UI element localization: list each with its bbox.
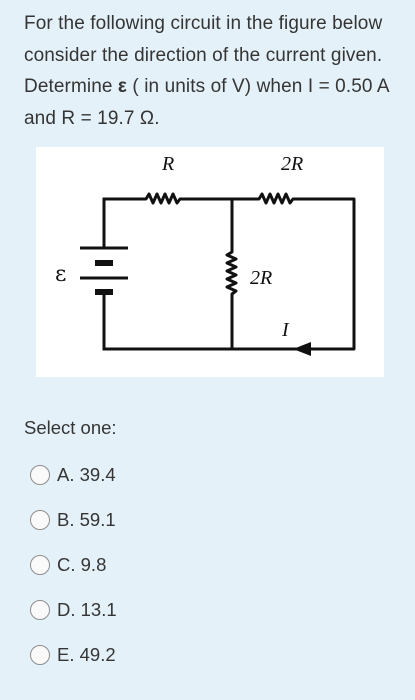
option-d-label[interactable]: D. 13.1 [57, 598, 117, 620]
option-e-label[interactable]: E. 49.2 [57, 643, 116, 665]
question-part-2: ( in units of V) when I = 0.50 A and R =… [24, 76, 389, 129]
radio-button-b[interactable] [30, 509, 50, 530]
radio-button-e[interactable] [30, 644, 50, 665]
label-current: I [281, 319, 290, 341]
option-c-label[interactable]: C. 9.8 [57, 553, 107, 575]
top-left-wire [102, 192, 234, 205]
option-a[interactable]: A. 39.4 [30, 452, 330, 497]
middle-branch [225, 197, 238, 351]
top-right-wire [102, 192, 356, 351]
label-2r-top: 2R [281, 153, 303, 175]
emf-symbol: ε [117, 76, 128, 97]
answer-options: A. 39.4 B. 59.1 C. 9.8 D. 13.1 E. 49.2 [30, 452, 330, 677]
radio-button-a[interactable] [30, 464, 50, 485]
option-c[interactable]: C. 9.8 [30, 542, 330, 587]
current-arrow [293, 342, 311, 356]
battery-symbol [80, 246, 128, 295]
option-b-label[interactable]: B. 59.1 [57, 508, 116, 530]
option-e[interactable]: E. 49.2 [30, 632, 330, 677]
label-2r-middle: 2R [250, 267, 272, 289]
circuit-figure: R 2R 2R ε I [36, 147, 384, 377]
question-part-1: For the following circuit in the figure … [24, 13, 383, 97]
radio-button-c[interactable] [30, 554, 50, 575]
option-d[interactable]: D. 13.1 [30, 587, 330, 632]
option-b[interactable]: B. 59.1 [30, 497, 330, 542]
question-text: For the following circuit in the figure … [24, 8, 399, 134]
circuit-diagram: R 2R 2R ε I [55, 153, 356, 356]
select-one-label: Select one: [24, 417, 117, 438]
label-r: R [161, 153, 174, 175]
option-a-label[interactable]: A. 39.4 [57, 463, 116, 485]
radio-button-d[interactable] [30, 599, 50, 620]
label-emf: ε [55, 262, 66, 287]
